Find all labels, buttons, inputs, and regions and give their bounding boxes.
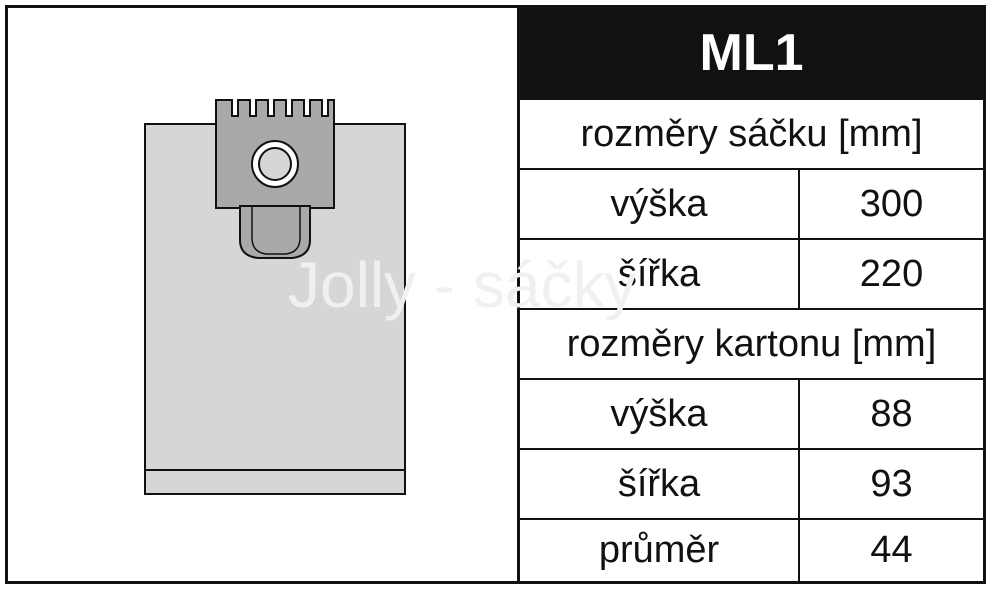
bag-height-value: 300	[859, 182, 924, 225]
bag-width-row: šířka 220	[520, 238, 983, 308]
dimensions-table: ML1 rozměry sáčku [mm] výška 300 šířka 2…	[520, 8, 983, 581]
bag-height-row: výška 300	[520, 168, 983, 238]
carton-height-value: 88	[870, 392, 913, 435]
product-card: Jolly - sáčky ML1 rozměry sáčku [mm] výš…	[5, 5, 986, 584]
carton-dimensions-header: rozměry kartonu [mm]	[520, 308, 983, 378]
vacuum-bag-icon	[144, 99, 406, 495]
carton-width-label: šířka	[520, 450, 800, 518]
bag-width-value: 220	[859, 252, 924, 295]
collar-flap	[239, 205, 311, 259]
carton-width-row: šířka 93	[520, 448, 983, 518]
bag-dimensions-header: rozměry sáčku [mm]	[520, 98, 983, 168]
carton-width-value: 93	[870, 462, 913, 505]
bag-width-label: šířka	[520, 240, 800, 308]
carton-diameter-label: průměr	[520, 520, 800, 581]
bag-height-label: výška	[520, 170, 800, 238]
carton-height-label: výška	[520, 380, 800, 448]
model-title: ML1	[520, 8, 983, 98]
carton-diameter-value: 44	[870, 529, 913, 571]
carton-diameter-row: průměr 44	[520, 518, 983, 581]
bag-illustration-panel	[8, 8, 520, 581]
carton-height-row: výška 88	[520, 378, 983, 448]
